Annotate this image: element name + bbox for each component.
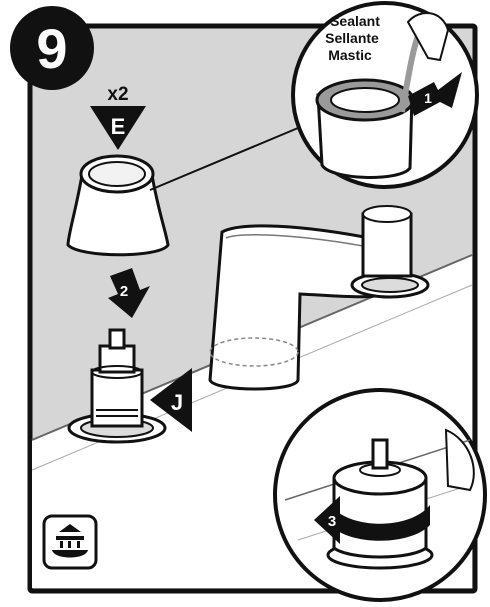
part-j-letter: J bbox=[171, 390, 183, 415]
arrow-one-label: 1 bbox=[424, 90, 432, 106]
step-badge: 9 bbox=[10, 6, 94, 90]
sink-install-icon bbox=[44, 516, 96, 568]
part-e-letter: E bbox=[111, 114, 126, 139]
handle-part bbox=[68, 156, 168, 255]
sealant-label-es: Sellante bbox=[325, 30, 379, 46]
sealant-label-fr: Mastic bbox=[328, 47, 372, 63]
sealant-label-en: Sealant bbox=[330, 13, 380, 29]
step-number: 9 bbox=[36, 17, 67, 80]
part-e-quantity: x2 bbox=[107, 84, 128, 105]
zoom-circle-cartridge bbox=[275, 390, 485, 600]
arrow-three-label: 3 bbox=[328, 513, 336, 530]
arrow-two-label: 2 bbox=[120, 283, 128, 300]
